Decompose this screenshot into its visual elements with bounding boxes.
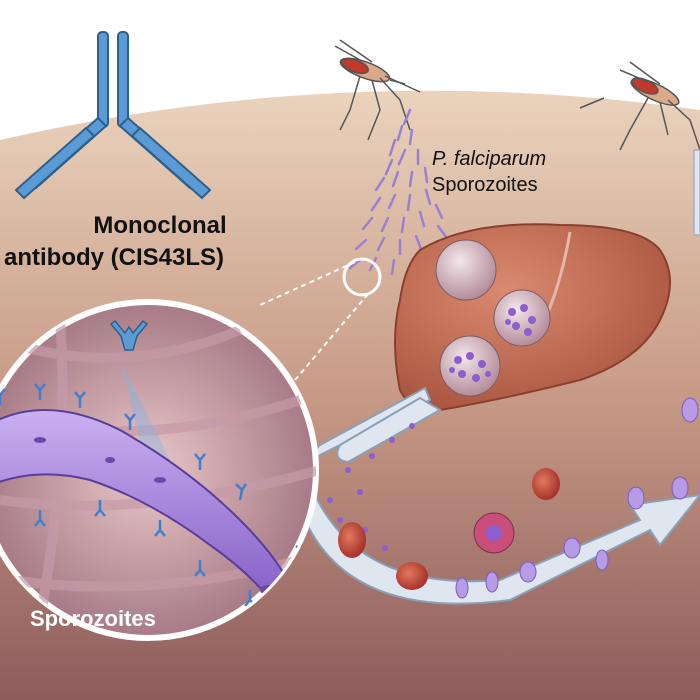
- hepatocyte-vesicle: [435, 239, 497, 301]
- mosquito-icon: [579, 61, 700, 151]
- parasite-species-label: P. falciparum: [432, 148, 547, 170]
- free-antibody-icon: [109, 319, 149, 351]
- released-merozoites: [455, 397, 699, 599]
- antibody-title-line1: Monoclonal: [93, 212, 227, 239]
- arrow-edge: [693, 149, 700, 236]
- hepatocyte-vesicle: [439, 335, 501, 397]
- merozoite-cluster: [449, 304, 536, 382]
- antibody-title-line2: antibody (CIS43LS): [4, 244, 225, 271]
- parasite-stage-label: Sporozoites: [432, 174, 538, 196]
- red-blood-cells: [338, 468, 560, 590]
- zoom-guide-lines: [259, 261, 369, 381]
- mosquito-icon: [334, 39, 421, 141]
- antibody-icon: [14, 31, 212, 200]
- zoom-source-circle: [342, 257, 382, 297]
- sporozoite-inset: [0, 299, 319, 641]
- hepatocyte-vesicle: [493, 289, 551, 347]
- inset-sporozoites-label: Sporozoites: [30, 606, 156, 631]
- arrow-head-inner: [336, 396, 442, 464]
- binding-ray: [120, 360, 180, 480]
